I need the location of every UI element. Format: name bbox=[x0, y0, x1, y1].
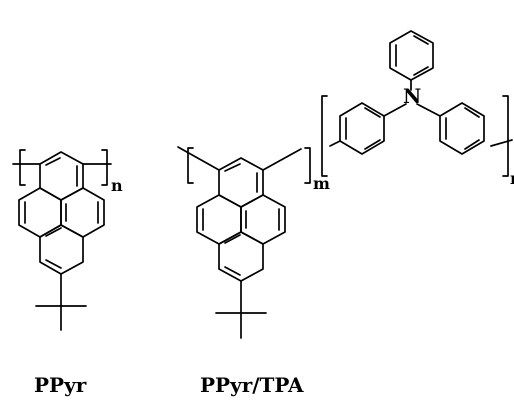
tpa-left-phenyl-double-bond bbox=[364, 107, 381, 118]
ppyr-tpa-backbone-bond-right bbox=[490, 139, 513, 147]
ppyr-tpa-backbone-bond-left bbox=[177, 146, 220, 171]
ppyr-tpa-index-m: m bbox=[313, 174, 330, 193]
ppyr-bracket-right bbox=[101, 149, 108, 186]
ppyr-tpa-bracket-m-right bbox=[304, 147, 311, 184]
tpa-nitrogen-atom: N bbox=[403, 84, 421, 108]
tpa-top-phenyl-double-bond bbox=[413, 35, 429, 45]
tpa-top-phenyl-ring bbox=[389, 30, 434, 81]
ppyr-tpa-backbone-bond-mid bbox=[262, 148, 302, 171]
ppyr-tpa-bracket-left bbox=[187, 147, 194, 184]
ppyr-tpa-bracket-n-right bbox=[502, 95, 509, 177]
ppyr-tpa-index-n: n bbox=[510, 169, 514, 188]
tpa-left-phenyl-double-bond bbox=[364, 139, 381, 150]
ppyr-bottom-ring-double-bond bbox=[45, 227, 62, 237]
ppyr-tpa-bottom-ring-double-bond bbox=[224, 266, 241, 276]
tpa-top-phenyl-double-bond bbox=[413, 66, 429, 76]
ppyr-bracket-left bbox=[19, 149, 26, 186]
ppyr-tpa-bottom-ring-double-bond bbox=[224, 234, 241, 244]
ppyr-name-label: PPyr bbox=[34, 373, 87, 397]
ppyr-tpa-bottom-ring bbox=[218, 231, 264, 282]
ppyr-top-ring-double-bond bbox=[45, 157, 61, 166]
tpa-bond-n-to-right bbox=[416, 103, 441, 117]
ppyr-repeat-index: n bbox=[111, 176, 123, 195]
ppyr-tpa-bracket-tpa-left bbox=[321, 95, 328, 177]
ppyr-structure: n PPyr bbox=[12, 149, 123, 397]
ppyr-tpa-structure: N m n PPyr/TPA bbox=[177, 30, 514, 397]
ppyr-bottom-ring-double-bond bbox=[45, 259, 62, 269]
tpa-bond-left-to-n bbox=[383, 103, 407, 117]
tpa-right-phenyl-ring bbox=[439, 102, 485, 155]
ppyr-tpa-top-ring-double-bond bbox=[224, 163, 241, 172]
ppyr-tpa-backbone-bond-tpa bbox=[329, 140, 341, 147]
ppyr-tpa-name-label: PPyr/TPA bbox=[200, 373, 304, 397]
ppyr-bottom-ring bbox=[39, 224, 84, 275]
tpa-right-phenyl-double-bond bbox=[464, 107, 480, 118]
tpa-right-phenyl-double-bond bbox=[464, 139, 480, 150]
